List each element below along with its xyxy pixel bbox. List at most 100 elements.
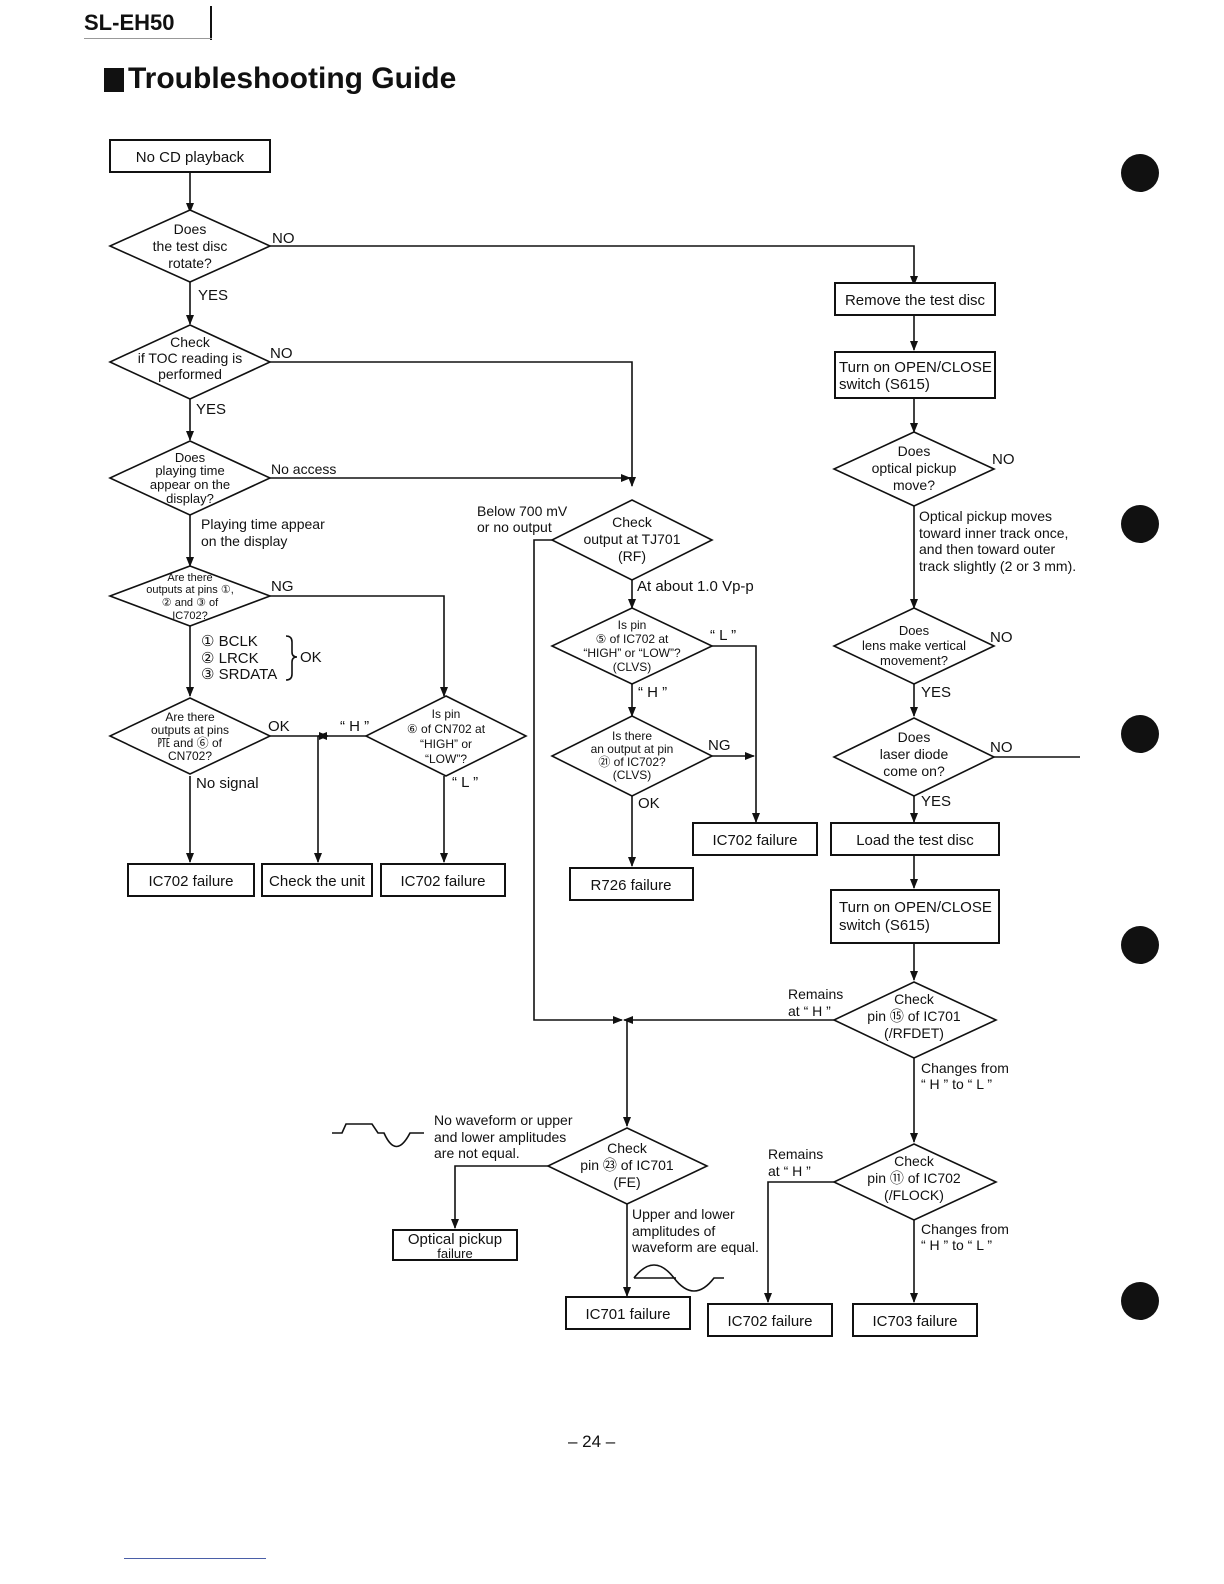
rf-q-line: Check [612, 514, 653, 530]
ic702-failure-label: IC702 failure [727, 1313, 812, 1330]
page-number: – 24 – [568, 1432, 616, 1451]
open-close-1-line: Turn on OPEN/CLOSE [839, 359, 992, 376]
laser-q-line: laser diode [880, 746, 949, 762]
optical-pickup-failure-line: Optical pickup [408, 1231, 502, 1248]
branch-ng-label: NG [271, 578, 294, 595]
remains-high-label: at “ H ” [788, 1003, 831, 1019]
clvs-q-line: Is pin [618, 618, 647, 632]
flock-decision [832, 1143, 998, 1221]
ic702-outputs-decision [107, 565, 273, 627]
cn702-q-line: outputs at pins [151, 723, 229, 737]
ic702-failure-box-c [692, 822, 818, 856]
pin6-q-line: “LOW”? [425, 752, 467, 766]
toc-decision [108, 324, 272, 400]
playing-time-decision [108, 440, 272, 516]
flock-q-line: (/FLOCK) [884, 1187, 944, 1203]
playtime-q-line: playing time [155, 463, 224, 478]
branch-high-label: “ H ” [340, 718, 369, 735]
remains-high-label: Remains [768, 1146, 823, 1162]
branch-no-signal-label: No signal [196, 775, 259, 792]
pickup-moves-note: Optical pickup moves [919, 508, 1052, 524]
pin6-q-line: Is pin [432, 707, 461, 721]
branch-1vpp-label: At about 1.0 Vp-p [637, 578, 754, 595]
outputs-q-line: Are there [167, 572, 212, 584]
rotate-q-line: Does [174, 221, 207, 237]
pin25-q-line: Is there [612, 729, 652, 743]
lens-q-line: movement? [880, 653, 948, 668]
rfdet-q-line: Check [894, 991, 935, 1007]
playtime-q-line: Does [175, 450, 206, 465]
fe-q-line: pin ㉓ of IC701 [580, 1157, 674, 1173]
ic703-failure-label: IC703 failure [872, 1313, 957, 1330]
flock-q-line: Check [894, 1153, 935, 1169]
r726-failure-box [569, 867, 694, 901]
ic702-failure-box-b [380, 863, 506, 897]
branch-labels: NO YES NO YES No access Playing time app… [196, 230, 1076, 1255]
equal-amplitude-note: amplitudes of [632, 1223, 715, 1239]
playtime-q-line: appear on the [150, 477, 230, 492]
changes-high-low-label: “ H ” to “ L ” [921, 1237, 992, 1253]
outputs-q-line: IC702? [172, 610, 207, 622]
pickup-q-line: optical pickup [872, 460, 957, 476]
ic702-failure-label: IC702 failure [400, 873, 485, 890]
outputs-q-line: outputs at pins ①, [146, 584, 234, 596]
binding-hole-dot [1121, 1282, 1159, 1320]
signals-brace [285, 635, 298, 681]
ic701-failure-label: IC701 failure [585, 1306, 670, 1323]
ic701-failure-box [565, 1296, 691, 1330]
start-label: No CD playback [136, 149, 245, 166]
branch-yes-label: YES [196, 401, 226, 418]
rfdet-decision [832, 981, 998, 1059]
pickup-move-decision [832, 431, 996, 507]
pin25-q-line: an output at pin [591, 742, 674, 756]
binding-hole-dot [1121, 505, 1159, 543]
clvs-q-line: ⑤ of IC702 at [596, 632, 669, 646]
check-unit-label: Check the unit [269, 873, 366, 890]
fe-q-line: (FE) [613, 1174, 640, 1190]
toc-q-line: Check [170, 334, 211, 350]
lens-q-line: lens make vertical [862, 638, 966, 653]
clvs-q-line: “HIGH” or “LOW”? [583, 646, 681, 660]
remains-high-label: at “ H ” [768, 1163, 811, 1179]
pickup-q-line: move? [893, 477, 935, 493]
branch-below-700mv-label: Below 700 mV [477, 503, 568, 519]
fe-decision [546, 1127, 709, 1205]
changes-high-low-label: “ H ” to “ L ” [921, 1076, 992, 1092]
no-waveform-note: and lower amplitudes [434, 1129, 566, 1145]
binding-hole-dot [1121, 154, 1159, 192]
decision-diamonds: Does the test disc rotate? Check if TOC … [107, 209, 998, 1221]
cn702-q-line: CN702? [168, 749, 212, 763]
pickup-moves-note: toward inner track once, [919, 525, 1068, 541]
branch-no-label: NO [270, 345, 293, 362]
branch-ok-label: OK [638, 795, 660, 812]
equal-amplitude-note: waveform are equal. [631, 1239, 759, 1255]
toc-q-line: performed [158, 366, 222, 382]
cn702-q-line: ㉐ and ⑥ of [158, 736, 223, 750]
signal-bclk-label: ① BCLK [201, 633, 258, 650]
model-code: SL-EH50 [84, 10, 175, 35]
no-waveform-note: No waveform or upper [434, 1112, 573, 1128]
branch-ok-label: OK [300, 649, 322, 666]
branch-playing-time-label: on the display [201, 533, 287, 549]
branch-no-label: NO [990, 629, 1013, 646]
branch-playing-time-label: Playing time appear [201, 516, 325, 532]
signal-srdata-label: ③ SRDATA [201, 666, 277, 683]
title-square-bullet [104, 68, 124, 92]
branch-no-access-label: No access [271, 461, 336, 477]
pin25-output-decision [550, 715, 714, 797]
start-box [109, 139, 271, 173]
toc-q-line: if TOC reading is [138, 350, 243, 366]
optical-pickup-failure-line: failure [437, 1246, 472, 1261]
laser-q-line: come on? [883, 763, 945, 779]
remove-disc-label: Remove the test disc [845, 292, 986, 309]
pin25-q-line: (CLVS) [613, 768, 651, 782]
branch-no-label: NO [272, 230, 295, 247]
process-boxes: No CD playback Remove the test disc Turn… [109, 139, 1000, 1337]
rotate-q-line: the test disc [153, 238, 228, 254]
pin6-q-line: ⑥ of CN702 at [407, 722, 486, 736]
rotate-q-line: rotate? [168, 255, 212, 271]
clvs-level-decision [550, 607, 714, 685]
remains-high-label: Remains [788, 986, 843, 1002]
